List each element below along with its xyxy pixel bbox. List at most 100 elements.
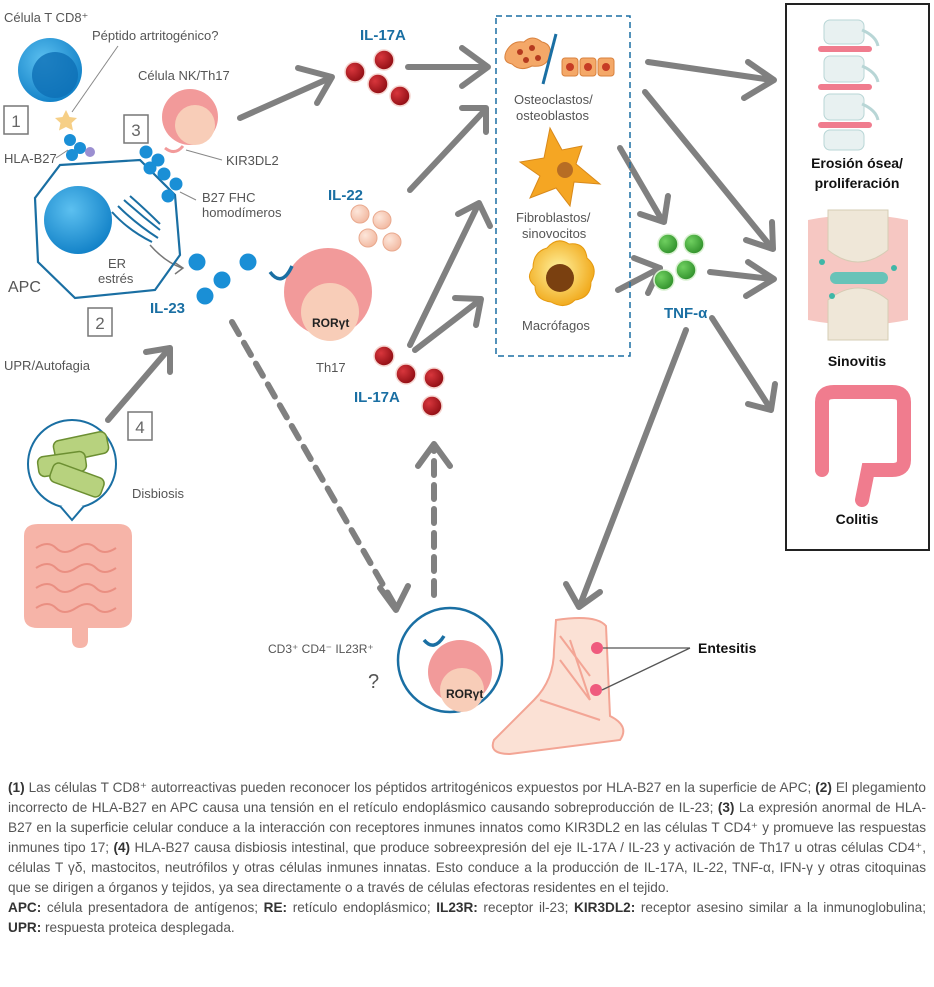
il23r-receptor	[268, 265, 294, 281]
svg-text:1: 1	[11, 112, 20, 131]
intestine-icon	[24, 524, 132, 648]
arrow-th17-to-macro	[412, 295, 484, 353]
caption-ref-3: (3)	[717, 800, 735, 815]
label-cd3: CD3⁺ CD4⁻ IL23R⁺	[268, 642, 374, 656]
label-kir: KIR3DL2	[226, 153, 279, 168]
caption-ref-2: (2)	[815, 780, 832, 795]
label-upr: UPR/Autofagia	[4, 358, 91, 373]
foot-icon	[491, 617, 625, 756]
arrow-osteo-to-sinovitis	[642, 89, 776, 252]
glossary-re-key: RE:	[263, 900, 288, 915]
arrow-th17-to-fibro	[407, 200, 493, 348]
label-disbiosis: Disbiosis	[132, 486, 185, 501]
step-box-2: 2	[87, 307, 113, 337]
label-fibro-1: Fibroblastos/	[516, 210, 591, 225]
nk-th17-cell	[162, 89, 218, 153]
kir3dl2-receptor	[164, 145, 185, 153]
step-box-4: 4	[127, 411, 153, 441]
label-il22: IL-22	[328, 187, 363, 204]
label-erosion-1: Erosión ósea/	[811, 155, 903, 171]
arrow-nk-to-il17a	[237, 65, 335, 121]
caption-ref-4: (4)	[113, 840, 131, 855]
outcomes-box	[785, 3, 930, 551]
caption-text-2: El plegamiento incorrecto de HLA-B27 en …	[8, 780, 926, 815]
svg-text:4: 4	[135, 418, 144, 437]
arrow-osteo-to-tnf	[617, 145, 671, 225]
glossary-kir-value: receptor asesino similar a la inmunoglob…	[635, 900, 926, 915]
caption-glossary: APC: célula presentadora de antígenos; R…	[8, 898, 926, 938]
er-structure	[111, 195, 161, 243]
label-roryt-2: RORγt	[446, 687, 483, 701]
label-macro: Macrófagos	[522, 318, 590, 333]
tnf-alpha-molecules	[653, 233, 705, 291]
peptide-leader-line	[71, 45, 119, 113]
cd3-cell-bubble	[396, 606, 504, 714]
arrow-tnf-to-colitis	[709, 315, 778, 413]
osteoblast-icon	[561, 57, 615, 77]
label-osteo-2: osteoblastos	[516, 108, 589, 123]
label-il17a-mid: IL-17A	[354, 389, 400, 406]
label-tnf: TNF-α	[664, 305, 708, 322]
label-osteo-1: Osteoclastos/	[514, 92, 593, 107]
label-entesitis: Entesitis	[698, 640, 757, 656]
fibroblast-icon	[518, 126, 602, 208]
caption-text-1: Las células T CD8⁺ autorreactivas pueden…	[24, 780, 816, 795]
il17a-mid-molecules	[373, 345, 445, 417]
arrow-cd3-to-il17a-dashed	[415, 441, 453, 598]
peptide-star-icon	[55, 110, 77, 131]
hla-b27-molecules	[64, 134, 95, 161]
joint-icon	[808, 209, 908, 341]
il17a-top-molecules	[344, 49, 411, 107]
enthesis-point-2	[590, 684, 602, 696]
glossary-upr-value: respuesta proteica desplegada.	[41, 920, 235, 935]
label-peptide: Péptido artritogénico?	[92, 28, 218, 43]
arrow-tnf-to-sinovitis	[707, 259, 777, 299]
label-colitis: Colitis	[836, 511, 879, 527]
enthesis-point-1	[591, 642, 603, 654]
label-sinovitis: Sinovitis	[828, 353, 887, 369]
apc-nucleus	[44, 186, 112, 254]
label-er-1: ER	[108, 256, 126, 271]
b27-leader-line	[179, 191, 197, 201]
glossary-re-value: retículo endoplásmico;	[287, 900, 437, 915]
caption-text-4: HLA-B27 causa disbiosis intestinal, que …	[8, 840, 926, 895]
label-question: ?	[368, 671, 379, 693]
label-cd8: Célula T CD8⁺	[4, 10, 88, 25]
cd8-t-cell	[18, 38, 82, 102]
caption-text-3: La expresión anormal de HLA-B27 en la su…	[8, 800, 926, 855]
b27-fhc-homodimers	[139, 145, 183, 203]
label-nk: Célula NK/Th17	[138, 68, 230, 83]
arrow-il22-to-osteo	[407, 105, 489, 193]
osteoclast-icon	[504, 37, 551, 70]
macrophage-icon	[529, 240, 595, 306]
svg-text:3: 3	[131, 121, 140, 140]
figure-caption: (1) Las células T CD8⁺ autorreactivas pu…	[8, 778, 926, 938]
arrow-tnf-to-entesitis	[563, 327, 689, 610]
glossary-upr-key: UPR:	[8, 920, 42, 935]
label-b27fhc-1: B27 FHC	[202, 190, 255, 205]
label-il17a-top: IL-17A	[360, 27, 406, 44]
label-er-2: estrés	[98, 271, 134, 286]
glossary-kir-key: KIR3DL2:	[574, 900, 636, 915]
colon-icon	[815, 385, 911, 507]
roryt-th17-cell	[268, 248, 372, 341]
caption-ref-1: (1)	[8, 780, 25, 795]
pathway-diagram: 1 2 3 4 Célula T CD8⁺ Péptido artritogén…	[3, 3, 930, 756]
label-th17: Th17	[316, 360, 346, 375]
glossary-il23r-key: IL23R:	[436, 900, 478, 915]
il23-molecules	[188, 253, 257, 305]
step-box-3: 3	[123, 114, 149, 144]
step-box-1: 1	[3, 105, 29, 135]
glossary-apc-value: célula presentadora de antígenos;	[41, 900, 264, 915]
il22-molecules	[350, 204, 402, 252]
entesitis-leader-lines	[601, 647, 691, 691]
bacteria-zoom-bubble	[27, 419, 117, 522]
label-hlab27: HLA-B27	[4, 151, 57, 166]
spine-icon	[818, 19, 880, 151]
glossary-apc-key: APC:	[8, 900, 42, 915]
arrow-osteo-to-erosion	[645, 59, 777, 101]
caption-paragraph: (1) Las células T CD8⁺ autorreactivas pu…	[8, 778, 926, 898]
glossary-il23r-value: receptor il-23;	[477, 900, 575, 915]
label-il23: IL-23	[150, 300, 185, 317]
arrow-macro-to-tnf	[615, 255, 663, 296]
